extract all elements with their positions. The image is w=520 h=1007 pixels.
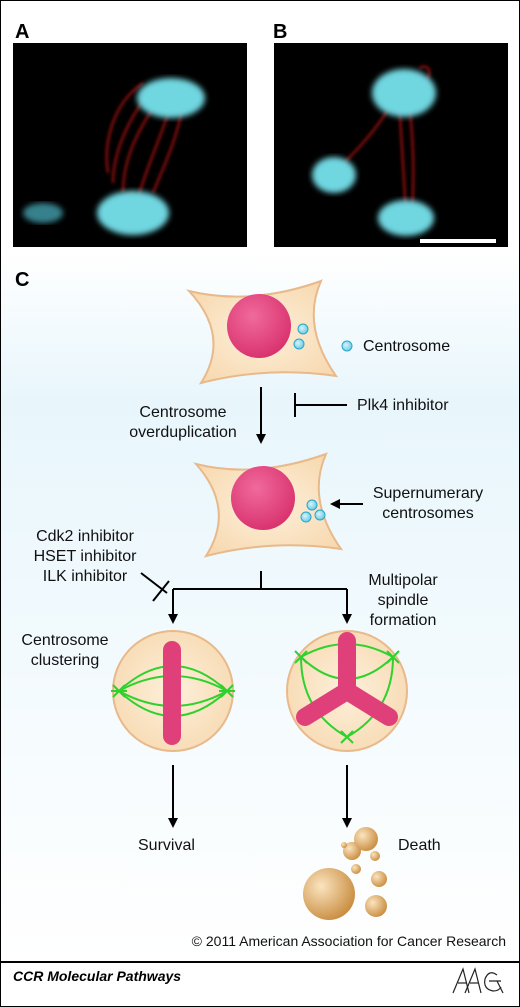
multipolar-spindle-cell [286,630,408,752]
label-centrosome: Centrosome [363,338,451,355]
label-line: clustering [30,652,100,669]
label-centrosome-overduplication: Centrosome overduplication [119,403,247,443]
scale-bar [420,239,496,243]
chromosomes [296,632,398,726]
label-line: spindle [377,592,429,609]
label-line: Cdk2 inhibitor [36,528,134,545]
bipolar-spindle-cell [111,630,235,752]
apoptotic-bodies [303,827,387,920]
micrograph-b [274,43,508,247]
nucleus [227,294,291,358]
centrosome-icon [297,323,309,335]
label-survival: Survival [138,837,195,854]
centrosome-legend-icon [341,340,353,352]
centrosome-icon [293,338,305,350]
nucleus [231,466,295,530]
label-supernumerary-centrosomes: Supernumerary centrosomes [361,484,495,524]
panel-label-a: A [15,21,30,43]
centrosome-icon [300,511,312,523]
centrosome-icon [314,509,326,521]
label-line: Centrosome [139,404,227,421]
normal-cell [185,279,353,385]
pathway-diagram [111,279,408,920]
footer-divider [1,961,519,963]
cell-supernumerary [193,452,344,558]
label-line: HSET inhibitor [33,548,137,565]
label-line: centrosomes [382,505,474,522]
label-plk4-inhibitor: Plk4 inhibitor [357,397,449,414]
chromosomes [163,641,181,745]
centrosome-icon [306,499,318,511]
label-death: Death [398,837,441,854]
clustering-inhibition-bar [152,580,170,602]
label-centrosome-clustering: Centrosome clustering [13,631,117,671]
panel-label-c: C [15,269,30,291]
label-line: formation [369,612,437,629]
label-line: Supernumerary [372,485,484,502]
label-line: ILK inhibitor [42,568,128,585]
panel-label-b: B [273,21,288,43]
label-line: Centrosome [21,632,109,649]
label-inhibitors: Cdk2 inhibitor HSET inhibitor ILK inhibi… [17,527,153,587]
copyright-text: © 2011 American Association for Cancer R… [191,933,506,949]
label-line: overduplication [129,424,237,441]
aacr-logo [452,967,504,994]
journal-title: CCR Molecular Pathways [13,968,182,984]
label-line: Multipolar [368,572,438,589]
micrograph-a [13,43,247,247]
label-multipolar-spindle-formation: Multipolar spindle formation [351,571,455,631]
